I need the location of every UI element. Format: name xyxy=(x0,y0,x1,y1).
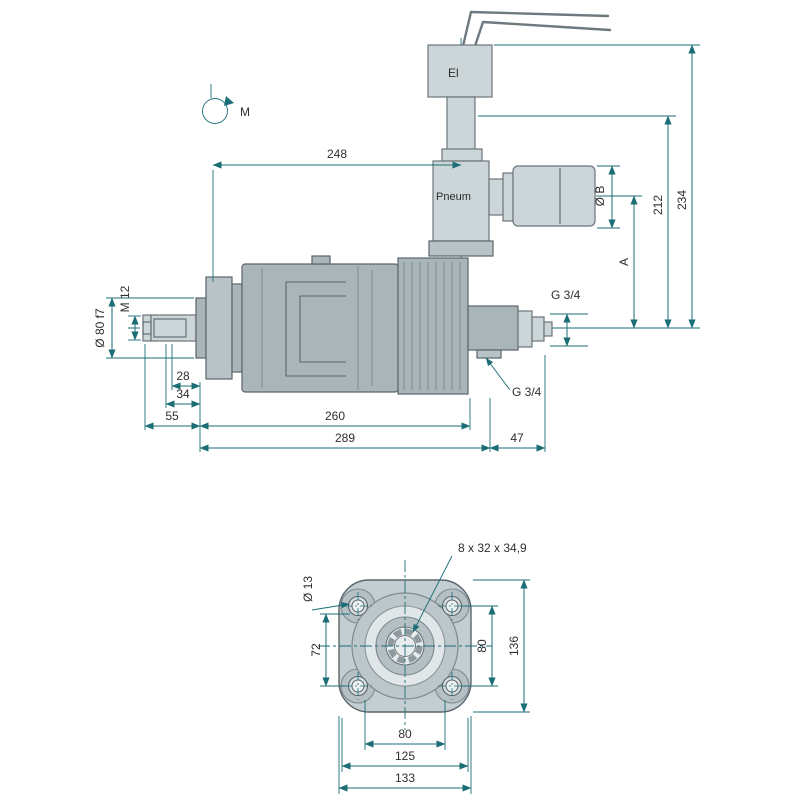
rotation-circle xyxy=(202,98,228,124)
dim-G34-bottom: G 3/4 xyxy=(485,357,542,399)
dim-28-label: 28 xyxy=(176,369,190,383)
dim-A-label: A xyxy=(617,258,631,266)
port-block xyxy=(467,305,553,359)
solenoid-coil xyxy=(512,165,596,227)
housing-top-lug xyxy=(311,255,331,265)
port-bottom-stub xyxy=(476,349,502,359)
dim-212-label: 212 xyxy=(651,195,665,215)
dim-289: 289 xyxy=(199,398,491,452)
dim-80f7-label: Ø 80 f7 xyxy=(93,308,107,348)
pneum-label: Pneum xyxy=(436,191,471,203)
dim-80-vertical: 80 xyxy=(462,605,498,687)
dim-260-label: 260 xyxy=(325,409,345,423)
dim-80h-label: 80 xyxy=(398,727,412,741)
port-extension xyxy=(467,305,519,351)
dim-dia13-label: Ø 13 xyxy=(301,576,315,602)
dim-260: 260 xyxy=(199,398,471,430)
wire-2 xyxy=(473,20,612,48)
valve-body xyxy=(432,160,490,242)
pump-shaft xyxy=(142,314,197,342)
dim-34-label: 34 xyxy=(176,387,190,401)
flange-pilot xyxy=(195,297,207,359)
el-wires xyxy=(461,10,612,48)
dim-28: 28 xyxy=(171,344,201,452)
rotation-label: M xyxy=(240,105,250,119)
dim-47: 47 xyxy=(489,355,546,452)
hex-fitting-3 xyxy=(543,321,553,337)
wire-1 xyxy=(461,10,610,48)
dim-125: 125 xyxy=(341,718,469,772)
flange-spacer xyxy=(231,283,243,373)
valve-assembly: Pneum xyxy=(428,96,596,257)
front-view: 8 x 32 x 34,9 Ø 13 72 80 136 xyxy=(301,541,530,794)
dim-125-label: 125 xyxy=(395,749,415,763)
dim-289-label: 289 xyxy=(335,431,355,445)
dim-A: A xyxy=(597,195,642,329)
dim-M12: M 12 xyxy=(118,285,141,341)
dim-80v-label: 80 xyxy=(475,639,489,653)
side-view: M El Pneum xyxy=(93,10,700,452)
dim-234-label: 234 xyxy=(675,190,689,210)
dim-212: 212 xyxy=(478,115,676,329)
dim-55: 55 xyxy=(144,344,201,430)
dim-133: 133 xyxy=(338,716,472,794)
pump-housing xyxy=(241,255,399,393)
spline-spec-label: 8 x 32 x 34,9 xyxy=(458,541,527,555)
dim-47-label: 47 xyxy=(510,431,524,445)
dim-G34-top: G 3/4 xyxy=(550,288,588,347)
callout-dia13: Ø 13 xyxy=(301,576,350,611)
rib-section xyxy=(397,257,469,395)
shaft-keyway xyxy=(153,318,187,338)
housing-slot-inner xyxy=(299,295,346,363)
valve-collar xyxy=(441,148,483,162)
hex-fitting-2 xyxy=(531,316,545,342)
el-box-body xyxy=(427,44,493,98)
pump-housing-ribs xyxy=(397,257,469,395)
flange-plate-side xyxy=(205,276,233,380)
dim-M12-label: M 12 xyxy=(118,285,132,312)
rotation-arrow-icon xyxy=(224,96,234,106)
el-box: El xyxy=(427,44,493,98)
el-box-label: El xyxy=(448,66,459,80)
dim-248: 248 xyxy=(212,147,462,282)
rotation-symbol: M xyxy=(202,84,250,124)
housing-slot-outer xyxy=(285,281,346,377)
callout-spline: 8 x 32 x 34,9 xyxy=(412,541,527,633)
dim-34: 34 xyxy=(165,344,201,408)
dim-G34-top-label: G 3/4 xyxy=(551,288,581,302)
dim-136-label: 136 xyxy=(507,636,521,656)
dim-G34-bottom-label: G 3/4 xyxy=(512,385,542,399)
dim-72: 72 xyxy=(309,613,350,687)
coil-step xyxy=(502,172,514,222)
mounting-flange xyxy=(195,276,243,380)
dim-coil-diameter: Ø B xyxy=(593,165,620,229)
shaft-thread-hole xyxy=(142,321,152,335)
hex-fitting-1 xyxy=(517,310,533,348)
dim-55-label: 55 xyxy=(165,409,179,423)
bolt-hole-top-right xyxy=(441,595,463,617)
housing-main xyxy=(241,263,399,393)
valve-neck xyxy=(446,96,476,152)
valve-flange xyxy=(428,240,494,257)
dim-80f7: Ø 80 f7 xyxy=(93,297,194,359)
dim-72-label: 72 xyxy=(309,643,323,657)
dim-133-label: 133 xyxy=(395,771,415,785)
dim-136: 136 xyxy=(473,579,530,713)
dim-234: 234 xyxy=(494,44,700,329)
dim-248-label: 248 xyxy=(327,147,347,161)
dim-80-horizontal: 80 xyxy=(364,700,446,750)
